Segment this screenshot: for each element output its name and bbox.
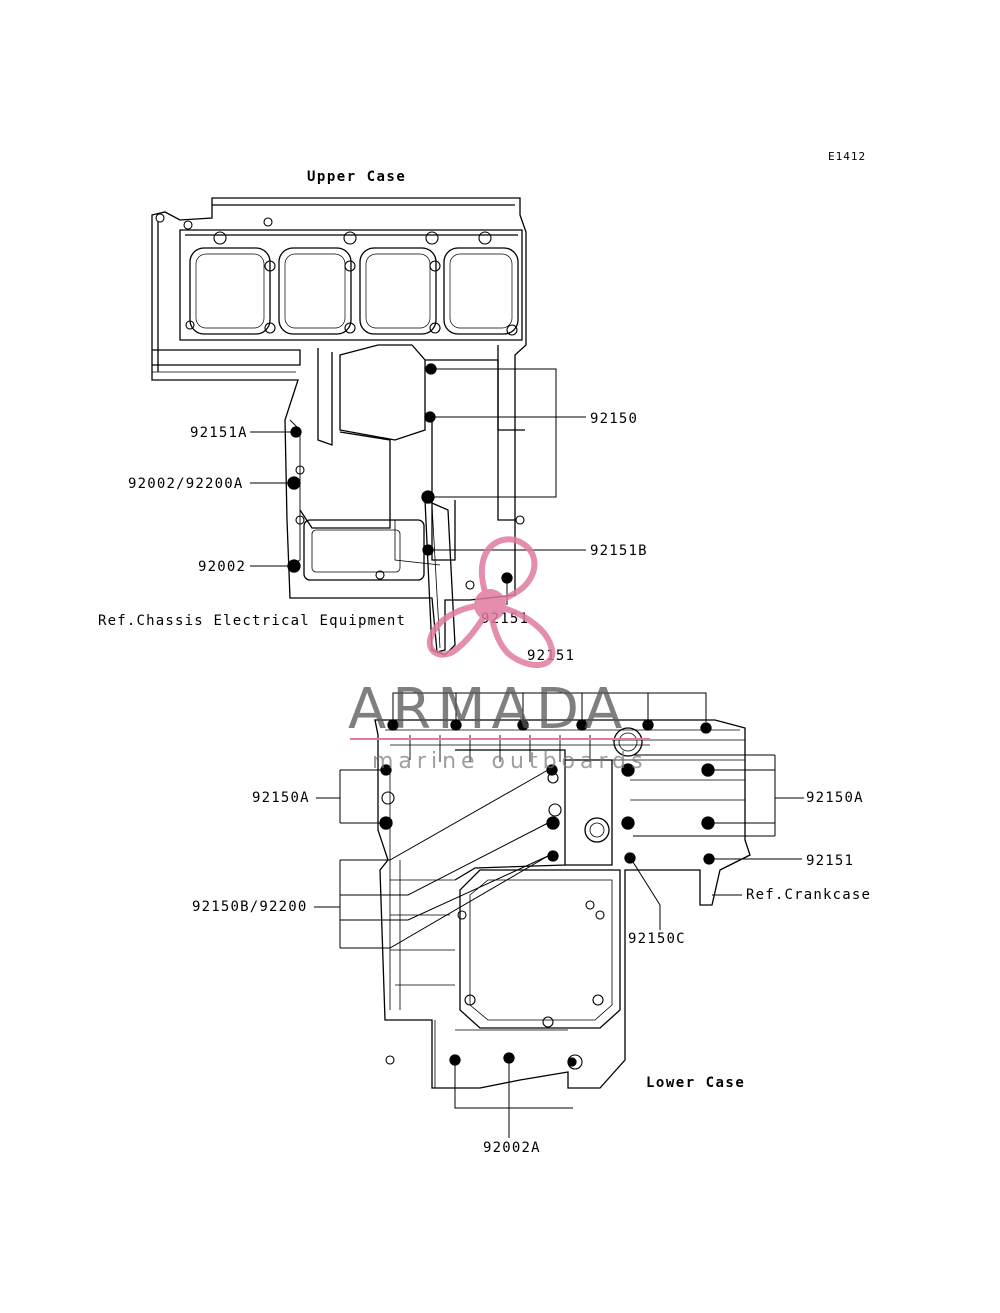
callout-ref-crankcase: Ref.Crankcase xyxy=(746,887,871,903)
upper-case-leaders xyxy=(250,368,586,605)
propeller-blade xyxy=(486,601,556,668)
callout-ref-chassis: Ref.Chassis Electrical Equipment xyxy=(98,613,406,629)
watermark-brand: ARMADA xyxy=(348,677,628,742)
upper-case-title: Upper Case xyxy=(307,169,406,185)
watermark-rule xyxy=(350,738,650,740)
diagram-code: E1412 xyxy=(828,150,866,163)
propeller-blade xyxy=(426,601,495,658)
callout-92150a-left: 92150A xyxy=(252,790,310,806)
callout-92151b: 92151B xyxy=(590,543,648,559)
callout-92150: 92150 xyxy=(590,411,638,427)
callout-92150a-right: 92150A xyxy=(806,790,864,806)
lower-case-title: Lower Case xyxy=(646,1075,745,1091)
watermark-tagline: marine outboards xyxy=(372,749,648,774)
callout-92150b-92200: 92150B/92200 xyxy=(192,899,308,915)
lower-case-leaders xyxy=(314,692,804,1138)
callout-92002a: 92002A xyxy=(483,1140,541,1156)
callout-92150c: 92150C xyxy=(628,931,686,947)
lower-case-bolts xyxy=(379,719,715,1067)
callout-92002: 92002 xyxy=(198,559,246,575)
callout-92151a: 92151A xyxy=(190,425,248,441)
watermark: ARMADA marine outboards xyxy=(348,536,650,774)
propeller-logo-icon xyxy=(426,536,556,668)
callout-92151-lower: 92151 xyxy=(806,853,854,869)
lower-case-drawing xyxy=(374,719,751,1089)
propeller-blade xyxy=(478,536,538,609)
upper-case-drawing xyxy=(151,197,527,656)
propeller-hub xyxy=(474,589,506,621)
callout-92002-92200a: 92002/92200A xyxy=(128,476,244,492)
